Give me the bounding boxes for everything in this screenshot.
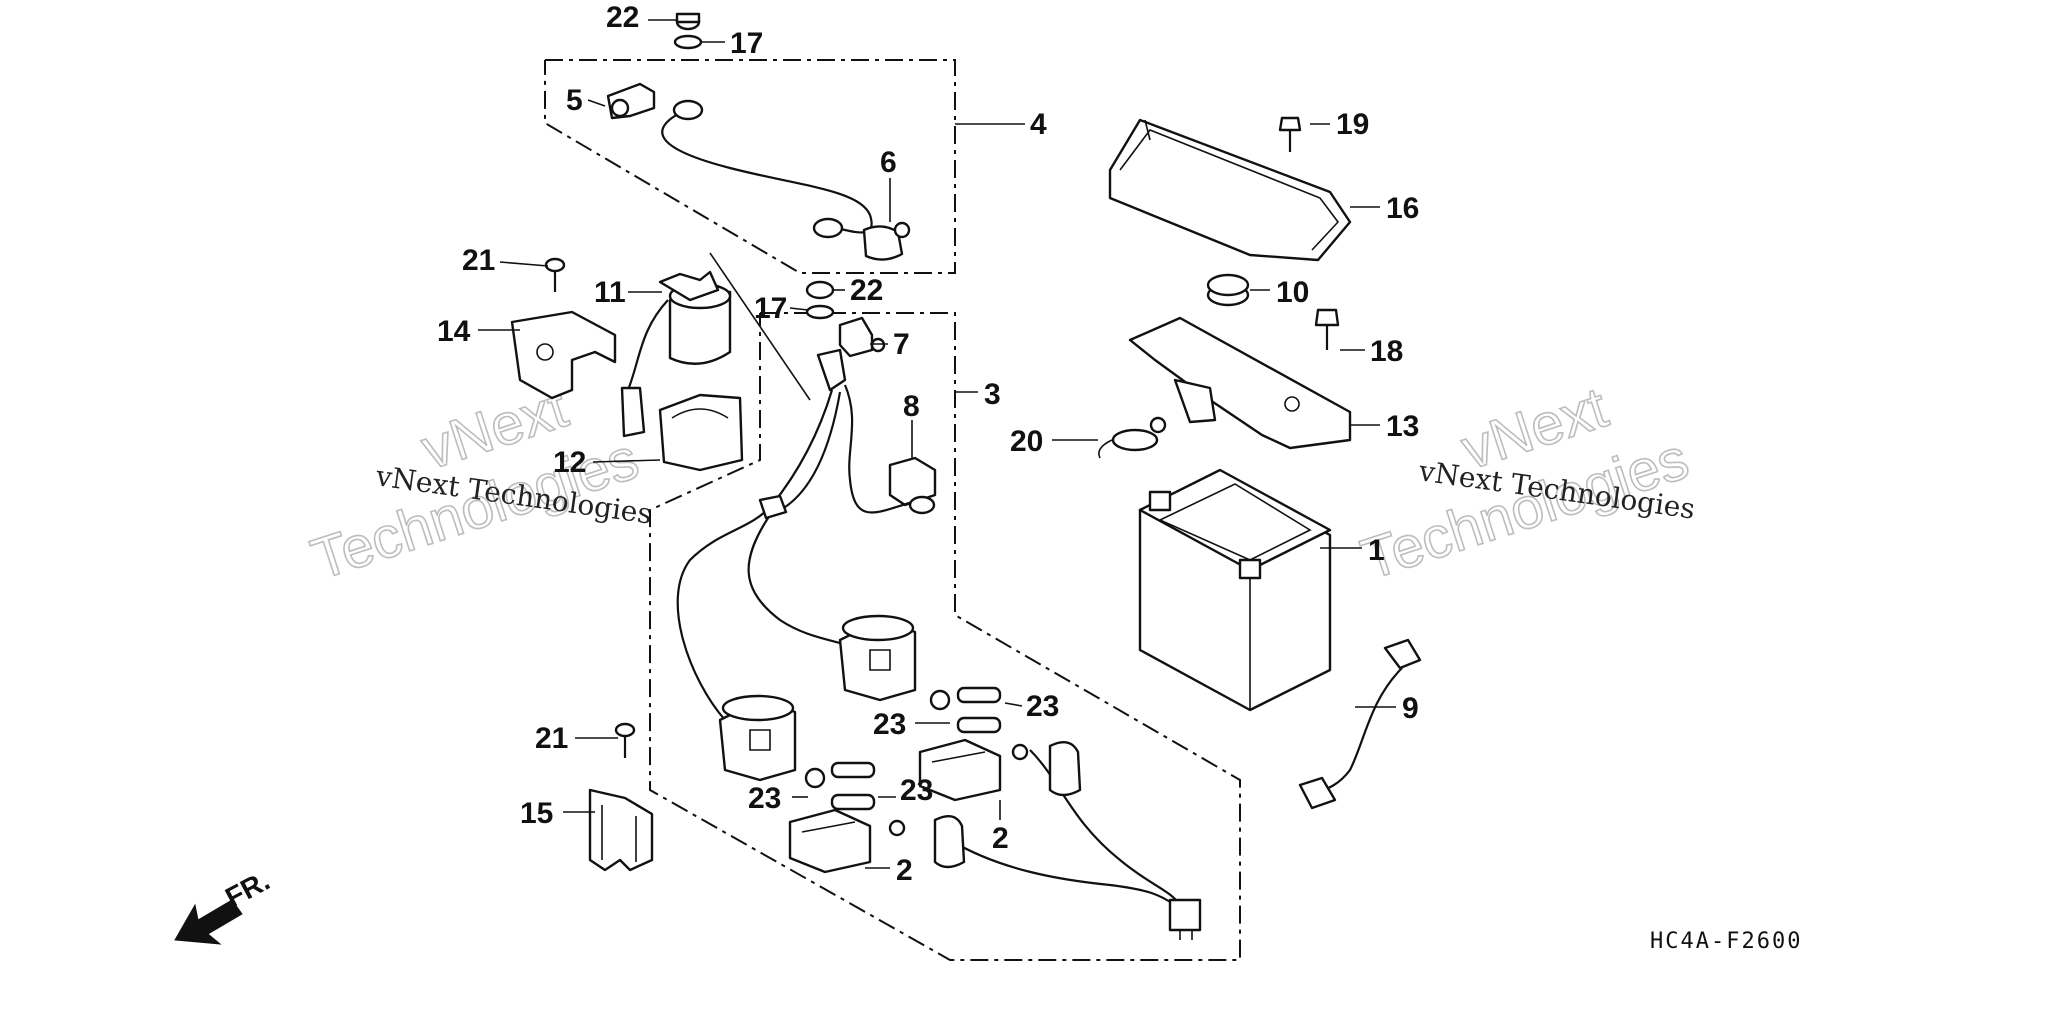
- callout-13: 13: [1386, 410, 1419, 443]
- nut-washer-mid: [805, 280, 835, 320]
- screw-21-top: [544, 257, 566, 292]
- callout-12: 12: [553, 446, 586, 479]
- callout-16: 16: [1386, 192, 1419, 225]
- callout-23-c: 23: [900, 774, 933, 807]
- part-14-bracket: [510, 310, 617, 400]
- fuses-23: [804, 686, 1002, 811]
- watermark-left: vNext Technologies vNext Technologies: [303, 374, 654, 593]
- callout-7: 7: [893, 328, 910, 361]
- callout-20: 20: [1010, 425, 1043, 458]
- part-11-starter-relay: [620, 270, 732, 438]
- part-10-grommet: [1206, 273, 1250, 307]
- fuse-box-lid-lower: [788, 808, 966, 874]
- callout-4: 4: [1030, 108, 1047, 141]
- callout-17-mid: 17: [754, 292, 787, 325]
- callout-22: 22: [606, 1, 639, 34]
- callout-1: 1: [1368, 534, 1385, 567]
- callout-14: 14: [437, 315, 471, 348]
- callout-23-d: 23: [748, 782, 781, 815]
- part-12-relay-cover: [658, 393, 744, 472]
- callout-8: 8: [903, 390, 920, 423]
- callout-10: 10: [1276, 276, 1309, 309]
- part-4-battery-cable: [606, 82, 911, 261]
- screw-21-bottom: [614, 722, 636, 758]
- callout-21-b: 21: [535, 722, 568, 755]
- callout-11: 11: [594, 276, 626, 309]
- callout-2-b: 2: [896, 854, 913, 887]
- callout-2-a: 2: [992, 822, 1009, 855]
- front-arrow: FR.: [174, 865, 275, 945]
- callout-15: 15: [520, 797, 553, 830]
- harness-lead-line: [709, 252, 811, 401]
- nut-washer-top: [673, 12, 703, 50]
- part-13-hold-down: [1128, 316, 1352, 450]
- callout-18: 18: [1370, 335, 1403, 368]
- diagram-code: HC4A-F2600: [1650, 929, 1802, 954]
- callout-5: 5: [566, 84, 583, 117]
- part-1-battery: [1138, 468, 1332, 712]
- group-4-outline: [544, 59, 956, 274]
- fuse-box-lid-upper: [918, 738, 1082, 802]
- callout-6: 6: [880, 146, 897, 179]
- part-7-terminal-cap: [838, 316, 886, 358]
- part-16-battery-cover: [1108, 118, 1352, 262]
- part-18-bolt: [1314, 308, 1340, 350]
- leader-lines: [478, 19, 1396, 869]
- callout-22-mid: 22: [850, 274, 883, 307]
- part-9-strap: [1298, 638, 1422, 810]
- callout-21: 21: [462, 244, 495, 277]
- part-8-terminal-cover: [843, 384, 937, 515]
- part-15-bracket: [588, 788, 654, 872]
- group-3-outline: [649, 312, 1241, 961]
- callout-23-b: 23: [873, 708, 906, 741]
- callout-3: 3: [984, 378, 1001, 411]
- callout-9: 9: [1402, 692, 1419, 725]
- part-19-bolt: [1278, 116, 1302, 152]
- watermark-right: vNext Technologies vNext Technologies: [1353, 374, 1697, 593]
- callout-19: 19: [1336, 108, 1369, 141]
- callouts: 22 17 5 4 6 21 11 14 12 17 22 7 3 8 20 1…: [437, 1, 1419, 887]
- fuse-holder-lower: [718, 694, 797, 782]
- callout-17: 17: [730, 27, 763, 60]
- callout-23-a: 23: [1026, 690, 1059, 723]
- part-20-clamp: [1098, 416, 1167, 459]
- fuse-holder-upper: [838, 614, 917, 702]
